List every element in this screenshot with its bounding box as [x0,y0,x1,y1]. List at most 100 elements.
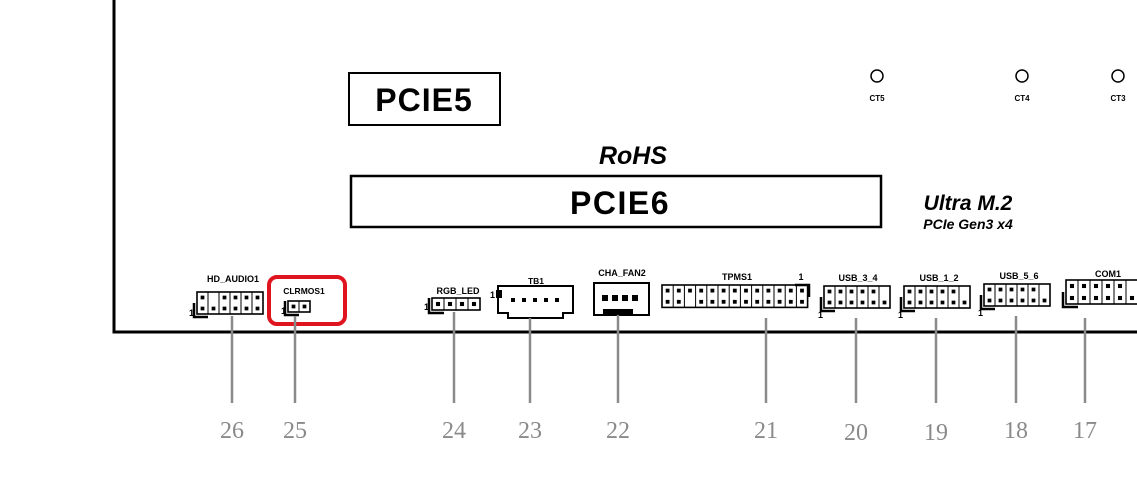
pin [929,289,934,294]
pin [676,299,681,304]
pin [1069,295,1075,301]
pin [998,287,1003,292]
pin [882,300,887,305]
pin1-marker [979,295,995,311]
pin [827,300,832,305]
usb34-label: USB_3_4 [838,273,877,283]
pin [233,295,238,300]
pin [1009,298,1014,303]
pin [699,288,704,293]
pin [435,301,441,307]
hd-audio-label: HD_AUDIO1 [207,274,259,284]
pin [222,295,227,300]
com1-label: COM1 [1095,269,1121,279]
pin [1117,295,1123,301]
usb56-label: USB_5_6 [999,271,1038,281]
pin [1009,287,1014,292]
pcie5-slot [348,72,501,126]
cha-fan-header [593,282,650,316]
pin [1093,283,1099,289]
pin [755,288,760,293]
usb12-label: USB_1_2 [919,273,958,283]
pin [755,299,760,304]
pin [533,298,537,302]
pin [800,299,804,304]
pin1-marker [819,297,835,313]
pcie6-label: PCIE6 [570,185,670,221]
fan-key [603,309,633,314]
pin [511,298,515,302]
callout-number-24: 24 [442,418,466,444]
ct4-label: CT4 [1014,94,1030,103]
pin [688,288,692,293]
pin [987,287,992,292]
pin [1020,298,1025,303]
rgb-led-label: RGB_LED [436,286,480,296]
callout-number-23: 23 [518,418,542,444]
rohs-label: RoHS [599,142,667,170]
pin [907,300,912,305]
pin [447,301,453,307]
callout-number-25: 25 [283,418,307,444]
pin [827,289,832,294]
usb34-pin1: 1 [818,310,823,320]
pin [211,306,216,311]
pin [929,300,934,305]
pin [871,300,876,305]
usb56-pin1: 1 [978,308,983,318]
board-outline [112,0,1137,334]
pin1-marker [192,303,208,319]
pin [918,289,923,294]
clrmos-highlight [267,275,347,326]
pin [788,299,793,304]
pin [744,288,748,293]
pin [940,289,945,294]
pin [200,306,205,311]
tb1-pin1: 1 [490,290,495,300]
usb12-pin1: 1 [898,310,903,320]
tb1-label: TB1 [528,276,544,286]
pin [1105,295,1111,301]
pin [1031,287,1036,292]
pin [987,298,992,303]
tpms-pin1: 1 [798,272,803,282]
pin1-marker [795,283,811,297]
pin [710,288,715,293]
pin [544,298,548,302]
ct3-test-point [1111,69,1125,83]
pin [940,300,945,305]
pin1-marker [283,301,299,317]
pin [721,299,726,304]
pin [1081,295,1087,301]
ultra-m2-label: Ultra M.2 [924,192,1013,215]
hd-audio-header [192,291,264,319]
pin [255,295,260,300]
pin [766,288,771,293]
ct3-label: CT3 [1110,94,1126,103]
pcie6-slot [349,174,883,229]
clrmos-label: CLRMOS1 [283,286,325,296]
callout-number-17: 17 [1073,418,1097,444]
pin [522,298,526,302]
tpms-header [661,283,811,309]
pin [788,288,793,293]
pin [459,301,465,307]
header-body [661,284,809,309]
pin [622,295,628,301]
usb34-header [819,285,891,313]
rgb-led-header [427,297,481,315]
pin [676,288,681,293]
pin [665,299,670,304]
pin1-marker [427,298,444,315]
com1-header [1061,279,1137,309]
pin [732,288,737,293]
pcie5-label: PCIE5 [375,82,472,118]
tpms-label: TPMS1 [722,272,752,282]
pin [1042,298,1047,303]
pin [699,299,704,304]
pin [1129,295,1135,301]
pin [962,300,967,305]
pin [1117,283,1123,289]
